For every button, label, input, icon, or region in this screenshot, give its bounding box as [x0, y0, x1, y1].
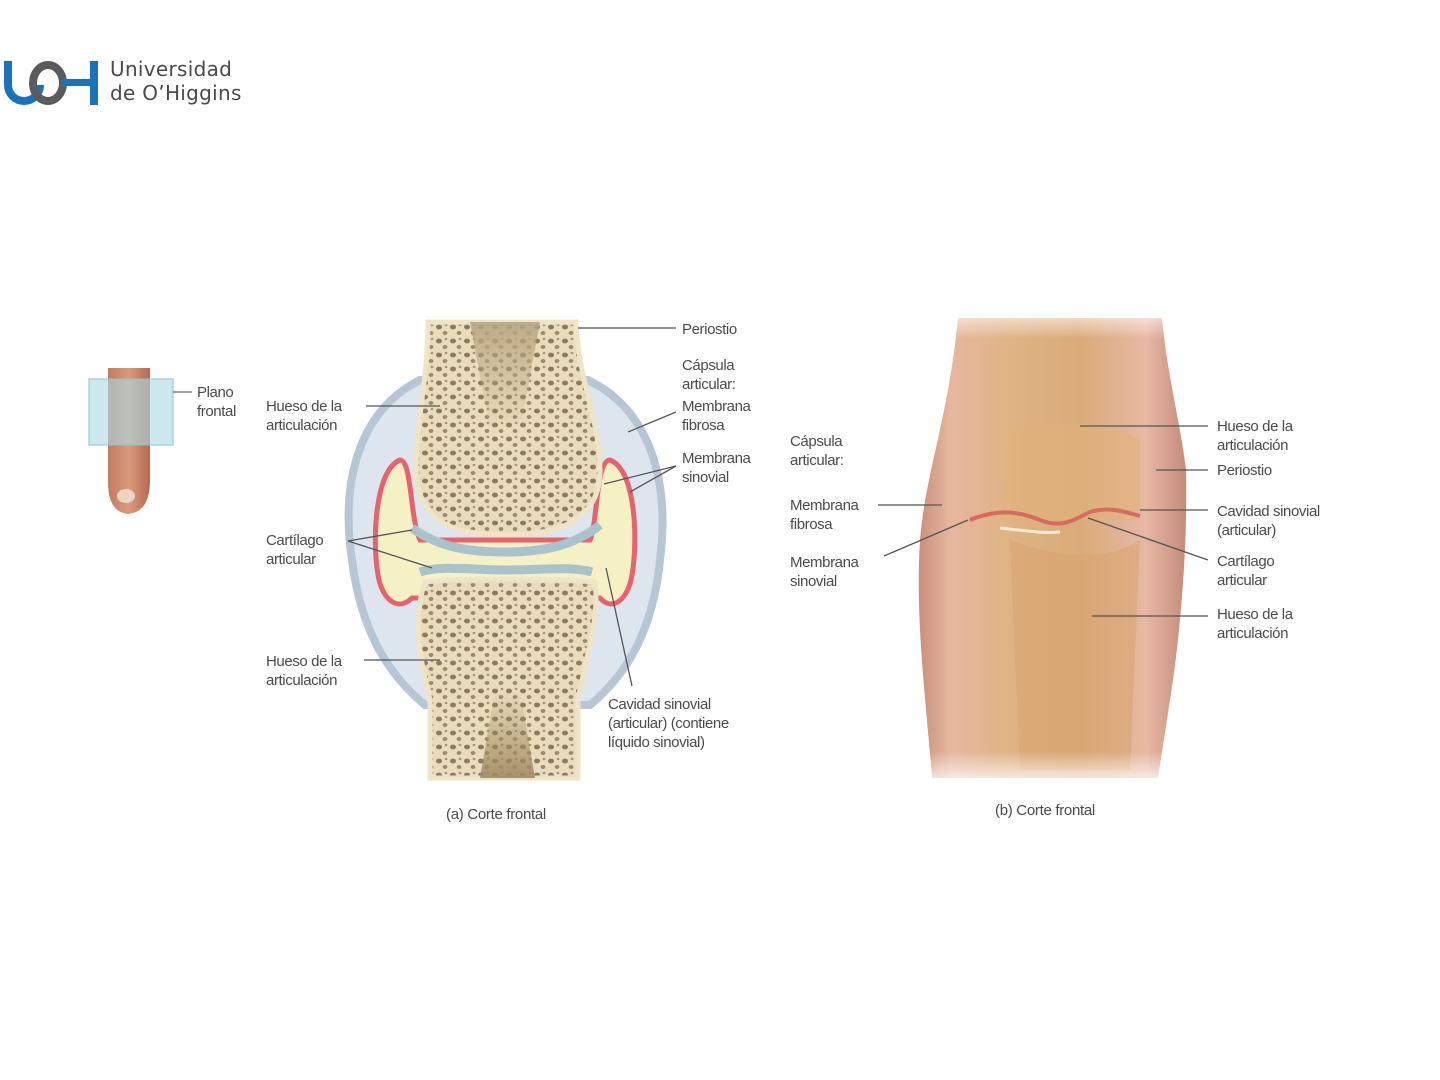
label-b-hueso-articulacion-bottom: Hueso de la articulación — [1217, 606, 1293, 642]
label-a-membrana-sinovial: Membrana sinovial — [682, 450, 751, 486]
label-b-capsula-articular: Cápsula articular: — [790, 433, 844, 469]
logo-line-2: de O’Higgins — [110, 81, 242, 105]
label-a-capsula-articular: Cápsula articular: — [682, 357, 736, 393]
label-a-periostio: Periostio — [682, 321, 737, 338]
uoh-logo-mark-icon — [4, 61, 98, 105]
joint-photo-b — [918, 300, 1190, 790]
label-b-membrana-fibrosa: Membrana fibrosa — [790, 497, 859, 533]
leader-lines-b — [878, 425, 1209, 617]
label-b-periostio: Periostio — [1217, 462, 1272, 479]
label-plano-frontal: Plano frontal — [197, 384, 236, 420]
label-b-hueso-articulacion-top: Hueso de la articulación — [1217, 418, 1293, 454]
label-b-cartilago-articular: Cartílago articular — [1217, 553, 1275, 589]
caption-b: (b) Corte frontal — [995, 802, 1095, 819]
label-b-cavidad-sinovial: Cavidad sinovial (articular) — [1217, 503, 1320, 539]
caption-a: (a) Corte frontal — [446, 806, 546, 823]
label-b-membrana-sinovial: Membrana sinovial — [790, 554, 859, 590]
label-a-membrana-fibrosa: Membrana fibrosa — [682, 398, 751, 434]
joint-diagram-a — [344, 319, 667, 781]
label-a-cartilago-articular: Cartílago articular — [266, 532, 324, 568]
label-a-hueso-articulacion-top: Hueso de la articulación — [266, 398, 342, 434]
label-a-hueso-articulacion-bottom: Hueso de la articulación — [266, 653, 342, 689]
label-a-cavidad-sinovial: Cavidad sinovial (articular) (contiene l… — [608, 696, 729, 751]
logo-line-1: Universidad — [110, 57, 233, 81]
finger-inset-illustration — [88, 368, 192, 514]
logo-text: Universidad de O’Higgins — [110, 57, 242, 105]
leader-lines-a — [347, 327, 677, 687]
university-logo: Universidad de O’Higgins — [4, 56, 242, 106]
